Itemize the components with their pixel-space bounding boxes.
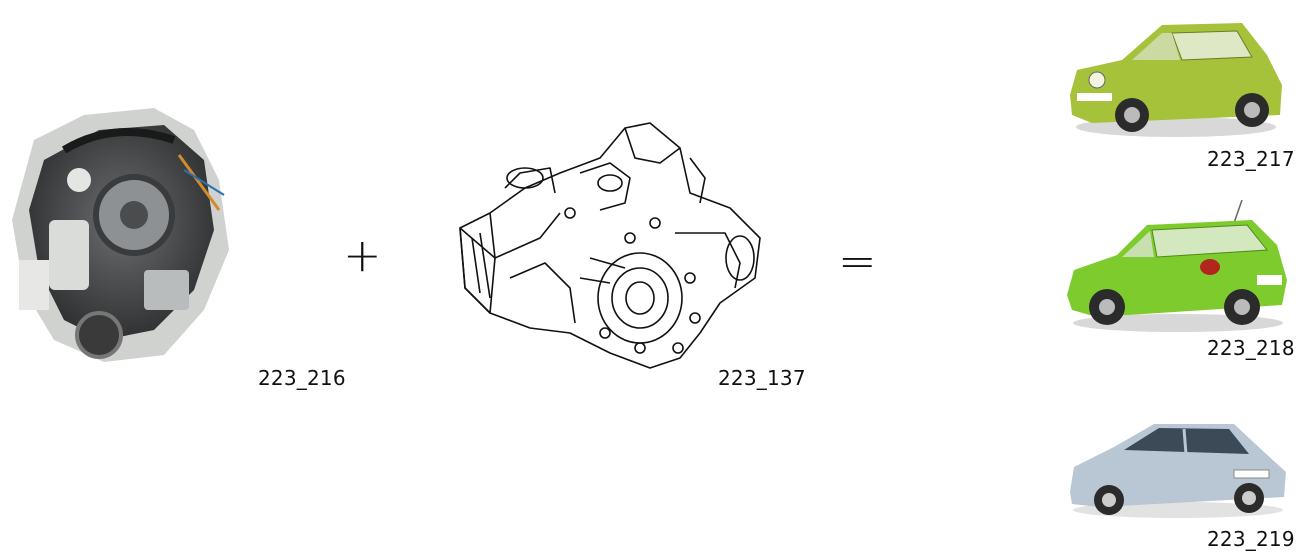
compact-mpv-car-icon (1070, 424, 1286, 518)
plus-sign: + (343, 228, 382, 282)
car-image-1 (1062, 15, 1290, 140)
engine-photo-icon (12, 108, 229, 362)
gearbox-image (450, 118, 770, 378)
equals-sign: = (838, 234, 877, 288)
engine-image (4, 100, 236, 370)
gearbox-drawing-icon (459, 122, 761, 369)
car-image-2 (1062, 195, 1294, 335)
car-caption-1: 223_217 (1207, 147, 1295, 171)
car-caption-2: 223_218 (1207, 336, 1295, 360)
five-door-car-icon (1067, 199, 1287, 332)
engine-caption: 223_216 (258, 366, 346, 390)
car-image-3 (1064, 412, 1292, 520)
car-caption-3: 223_219 (1207, 527, 1295, 551)
gearbox-caption: 223_137 (718, 366, 806, 390)
hatchback-car-icon (1070, 23, 1282, 137)
